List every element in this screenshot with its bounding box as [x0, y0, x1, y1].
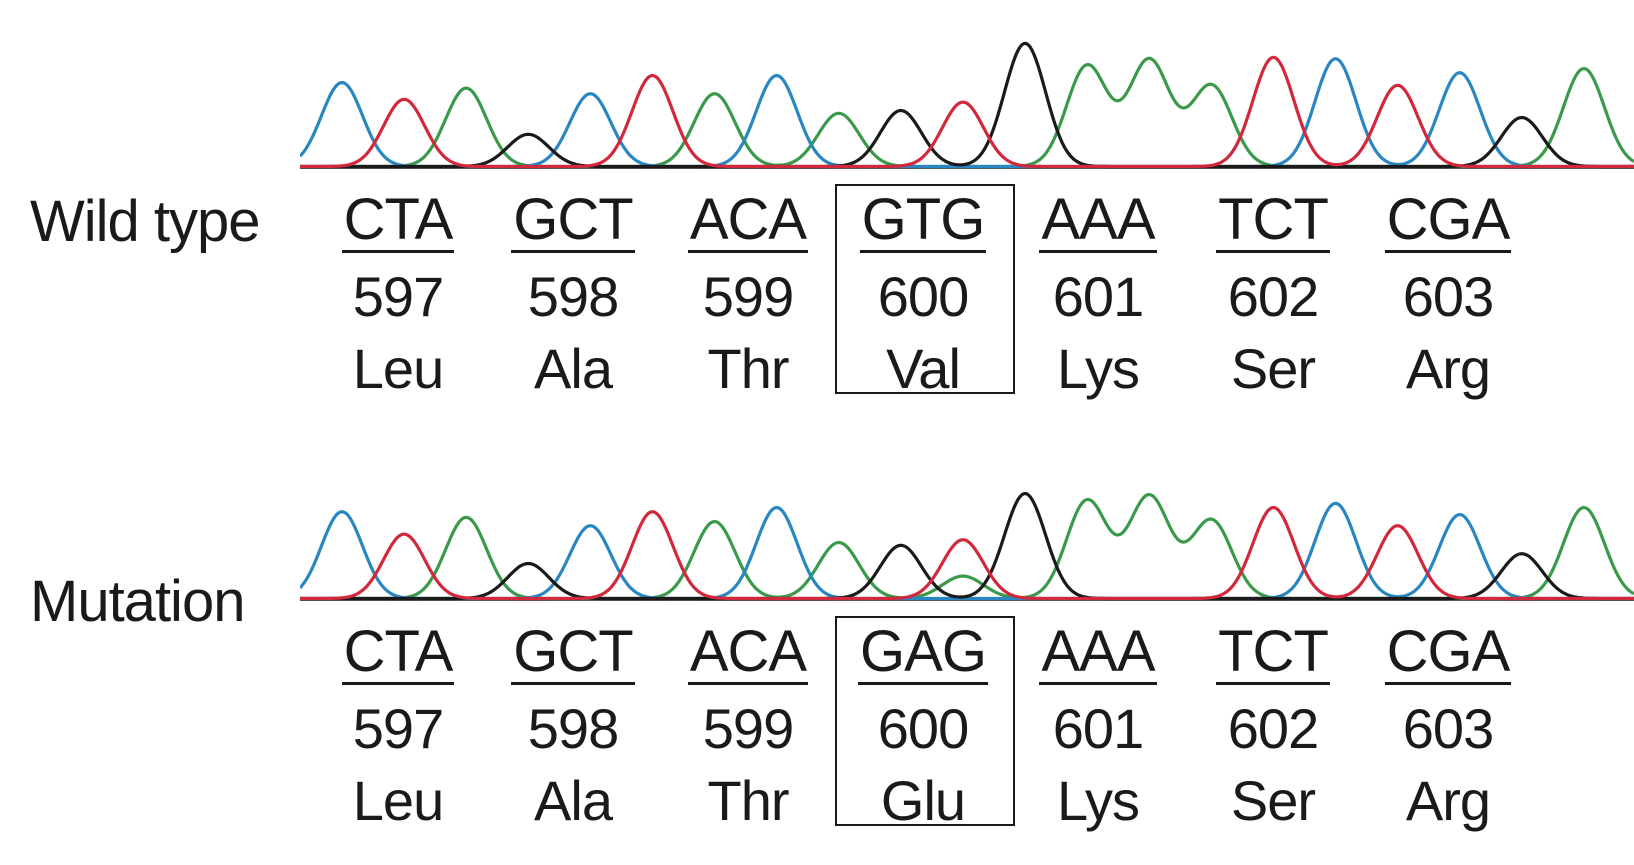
- codon-sequence: AAA: [1039, 619, 1157, 685]
- codon-position: 597: [352, 265, 444, 328]
- amino-acid: Ala: [534, 769, 613, 832]
- codon-position: 600: [877, 697, 969, 760]
- highlighted-codon-box: [835, 184, 1015, 394]
- amino-acid: Ser: [1230, 337, 1316, 400]
- codon-sequence: AAA: [1039, 187, 1157, 253]
- trace-t-signal: [300, 505, 1634, 601]
- codon-sequence: CGA: [1384, 187, 1512, 253]
- codon-sequence: GCT: [511, 619, 635, 685]
- amino-acid: Arg: [1405, 337, 1491, 400]
- row-label: Wild type: [30, 189, 261, 254]
- codon-position: 602: [1227, 697, 1319, 760]
- codon-sequence: ACA: [687, 619, 809, 685]
- codon-position: 602: [1227, 265, 1319, 328]
- amino-acid: Lys: [1056, 337, 1140, 400]
- codon-position: 598: [527, 697, 619, 760]
- codon-sequence: GAG: [858, 619, 988, 685]
- amino-acid: Glu: [880, 769, 966, 832]
- amino-acid: Leu: [352, 337, 444, 400]
- amino-acid: Thr: [707, 337, 790, 400]
- codon-position: 598: [527, 265, 619, 328]
- highlighted-codon-box: [835, 616, 1015, 826]
- codon-position: 603: [1402, 265, 1494, 328]
- amino-acid: Thr: [707, 769, 790, 832]
- codon-position: 599: [702, 697, 794, 760]
- trace-g-signal: [300, 41, 1634, 169]
- codon-position: 601: [1052, 265, 1144, 328]
- codon-sequence: GCT: [511, 187, 635, 253]
- codon-position: 601: [1052, 697, 1144, 760]
- codon-position: 600: [877, 265, 969, 328]
- amino-acid: Ala: [534, 337, 613, 400]
- row-label: Mutation: [30, 569, 245, 634]
- amino-acid: Val: [886, 337, 961, 400]
- codon-position: 599: [702, 265, 794, 328]
- codon-sequence: TCT: [1216, 619, 1330, 685]
- codon-position: 603: [1402, 697, 1494, 760]
- codon-sequence: CGA: [1384, 619, 1512, 685]
- codon-sequence: CTA: [341, 619, 455, 685]
- amino-acid: Ser: [1230, 769, 1316, 832]
- codon-sequence: GTG: [859, 187, 987, 253]
- amino-acid: Leu: [352, 769, 444, 832]
- codon-sequence: ACA: [687, 187, 809, 253]
- codon-sequence: CTA: [341, 187, 455, 253]
- trace-g-signal: [300, 492, 1634, 601]
- trace-t-signal: [300, 55, 1634, 169]
- amino-acid: Arg: [1405, 769, 1491, 832]
- amino-acid: Lys: [1056, 769, 1140, 832]
- chromatogram-trace: [300, 41, 1634, 169]
- codon-sequence: TCT: [1216, 187, 1330, 253]
- codon-position: 597: [352, 697, 444, 760]
- chromatogram-trace: [300, 492, 1634, 601]
